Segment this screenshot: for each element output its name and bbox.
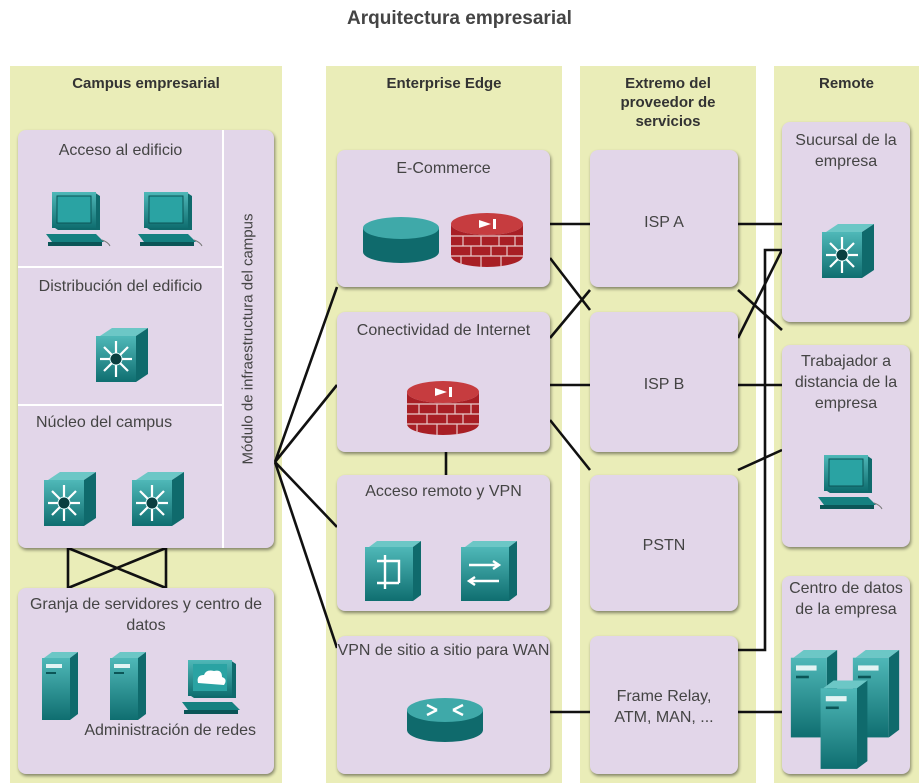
teleworker-label: Trabajador a distancia de la empresa <box>794 353 898 412</box>
divider <box>18 404 222 406</box>
campus-core-label: Núcleo del campus <box>36 414 173 431</box>
column-campus-header: Campus empresarial <box>72 75 220 92</box>
diagram-title: Arquitectura empresarial <box>347 8 572 29</box>
column-edge-header: Enterprise Edge <box>386 75 502 92</box>
campus-infrastructure-module-label: Módulo de infraestructura del campus <box>222 130 274 548</box>
workstation-icon <box>134 190 204 250</box>
multilayer-switch-icon <box>128 470 188 530</box>
remote-access-vpn-label: Acceso remoto y VPN <box>365 483 522 500</box>
server-farm-label: Granja de servidores y centro de datos <box>29 596 263 634</box>
isp-b-block: ISP B <box>590 312 738 452</box>
teleworker-block: Trabajador a distancia de la empresa <box>782 345 910 547</box>
isp-a-label: ISP A <box>644 214 684 231</box>
frame-relay-label: Frame Relay, ATM, MAN, ... <box>614 688 714 726</box>
server-icon <box>108 652 148 722</box>
multilayer-switch-icon <box>40 470 100 530</box>
site-to-site-vpn-label: VPN de sitio a sitio para WAN <box>337 642 550 659</box>
workstation-icon <box>42 190 112 250</box>
multilayer-switch-icon <box>92 326 152 386</box>
vpn-gateway-icon <box>459 539 519 603</box>
router-icon <box>405 696 485 746</box>
pstn-block: PSTN <box>590 475 738 611</box>
network-management-label: Administración de redes <box>84 722 256 739</box>
divider <box>18 266 222 268</box>
enterprise-datacenter-label: Centro de datos de la empresa <box>789 580 903 618</box>
isp-a-block: ISP A <box>590 150 738 287</box>
remote-access-vpn-block: Acceso remoto y VPN <box>337 475 550 611</box>
internet-connectivity-label: Conectividad de Internet <box>356 322 531 339</box>
ecommerce-label: E-Commerce <box>396 160 491 177</box>
firewall-icon <box>403 378 483 438</box>
enterprise-datacenter-block: Centro de datos de la empresa <box>782 576 910 774</box>
multilayer-switch-icon <box>818 222 878 282</box>
campus-building-block: Acceso al edificio Distribución del edif… <box>18 130 274 548</box>
workstation-icon <box>814 453 884 513</box>
divider <box>222 130 224 548</box>
frame-relay-block: Frame Relay, ATM, MAN, ... <box>590 636 738 774</box>
column-sp-header: Extremo del proveedor de servicios <box>620 75 716 130</box>
server-farm-block: Granja de servidores y centro de datos A… <box>18 588 274 774</box>
vpn-concentrator-icon <box>363 539 423 603</box>
building-access-label: Acceso al edificio <box>58 142 183 159</box>
building-distribution-label: Distribución del edificio <box>38 278 203 295</box>
pstn-label: PSTN <box>642 537 686 554</box>
campus-infrastructure-module-text: Módulo de infraestructura del campus <box>239 213 257 465</box>
server-icon <box>818 680 870 772</box>
site-to-site-vpn-block: VPN de sitio a sitio para WAN <box>337 636 550 774</box>
isp-b-label: ISP B <box>643 376 685 393</box>
server-icon <box>40 652 80 722</box>
firewall-icon <box>447 210 527 270</box>
server-cylinder-icon <box>361 216 441 266</box>
ecommerce-block: E-Commerce <box>337 150 550 287</box>
network-management-station-icon <box>178 658 248 718</box>
branch-block: Sucursal de la empresa <box>782 122 910 322</box>
branch-label: Sucursal de la empresa <box>795 132 897 170</box>
column-remote-header: Remote <box>818 75 874 92</box>
internet-connectivity-block: Conectividad de Internet <box>337 312 550 452</box>
